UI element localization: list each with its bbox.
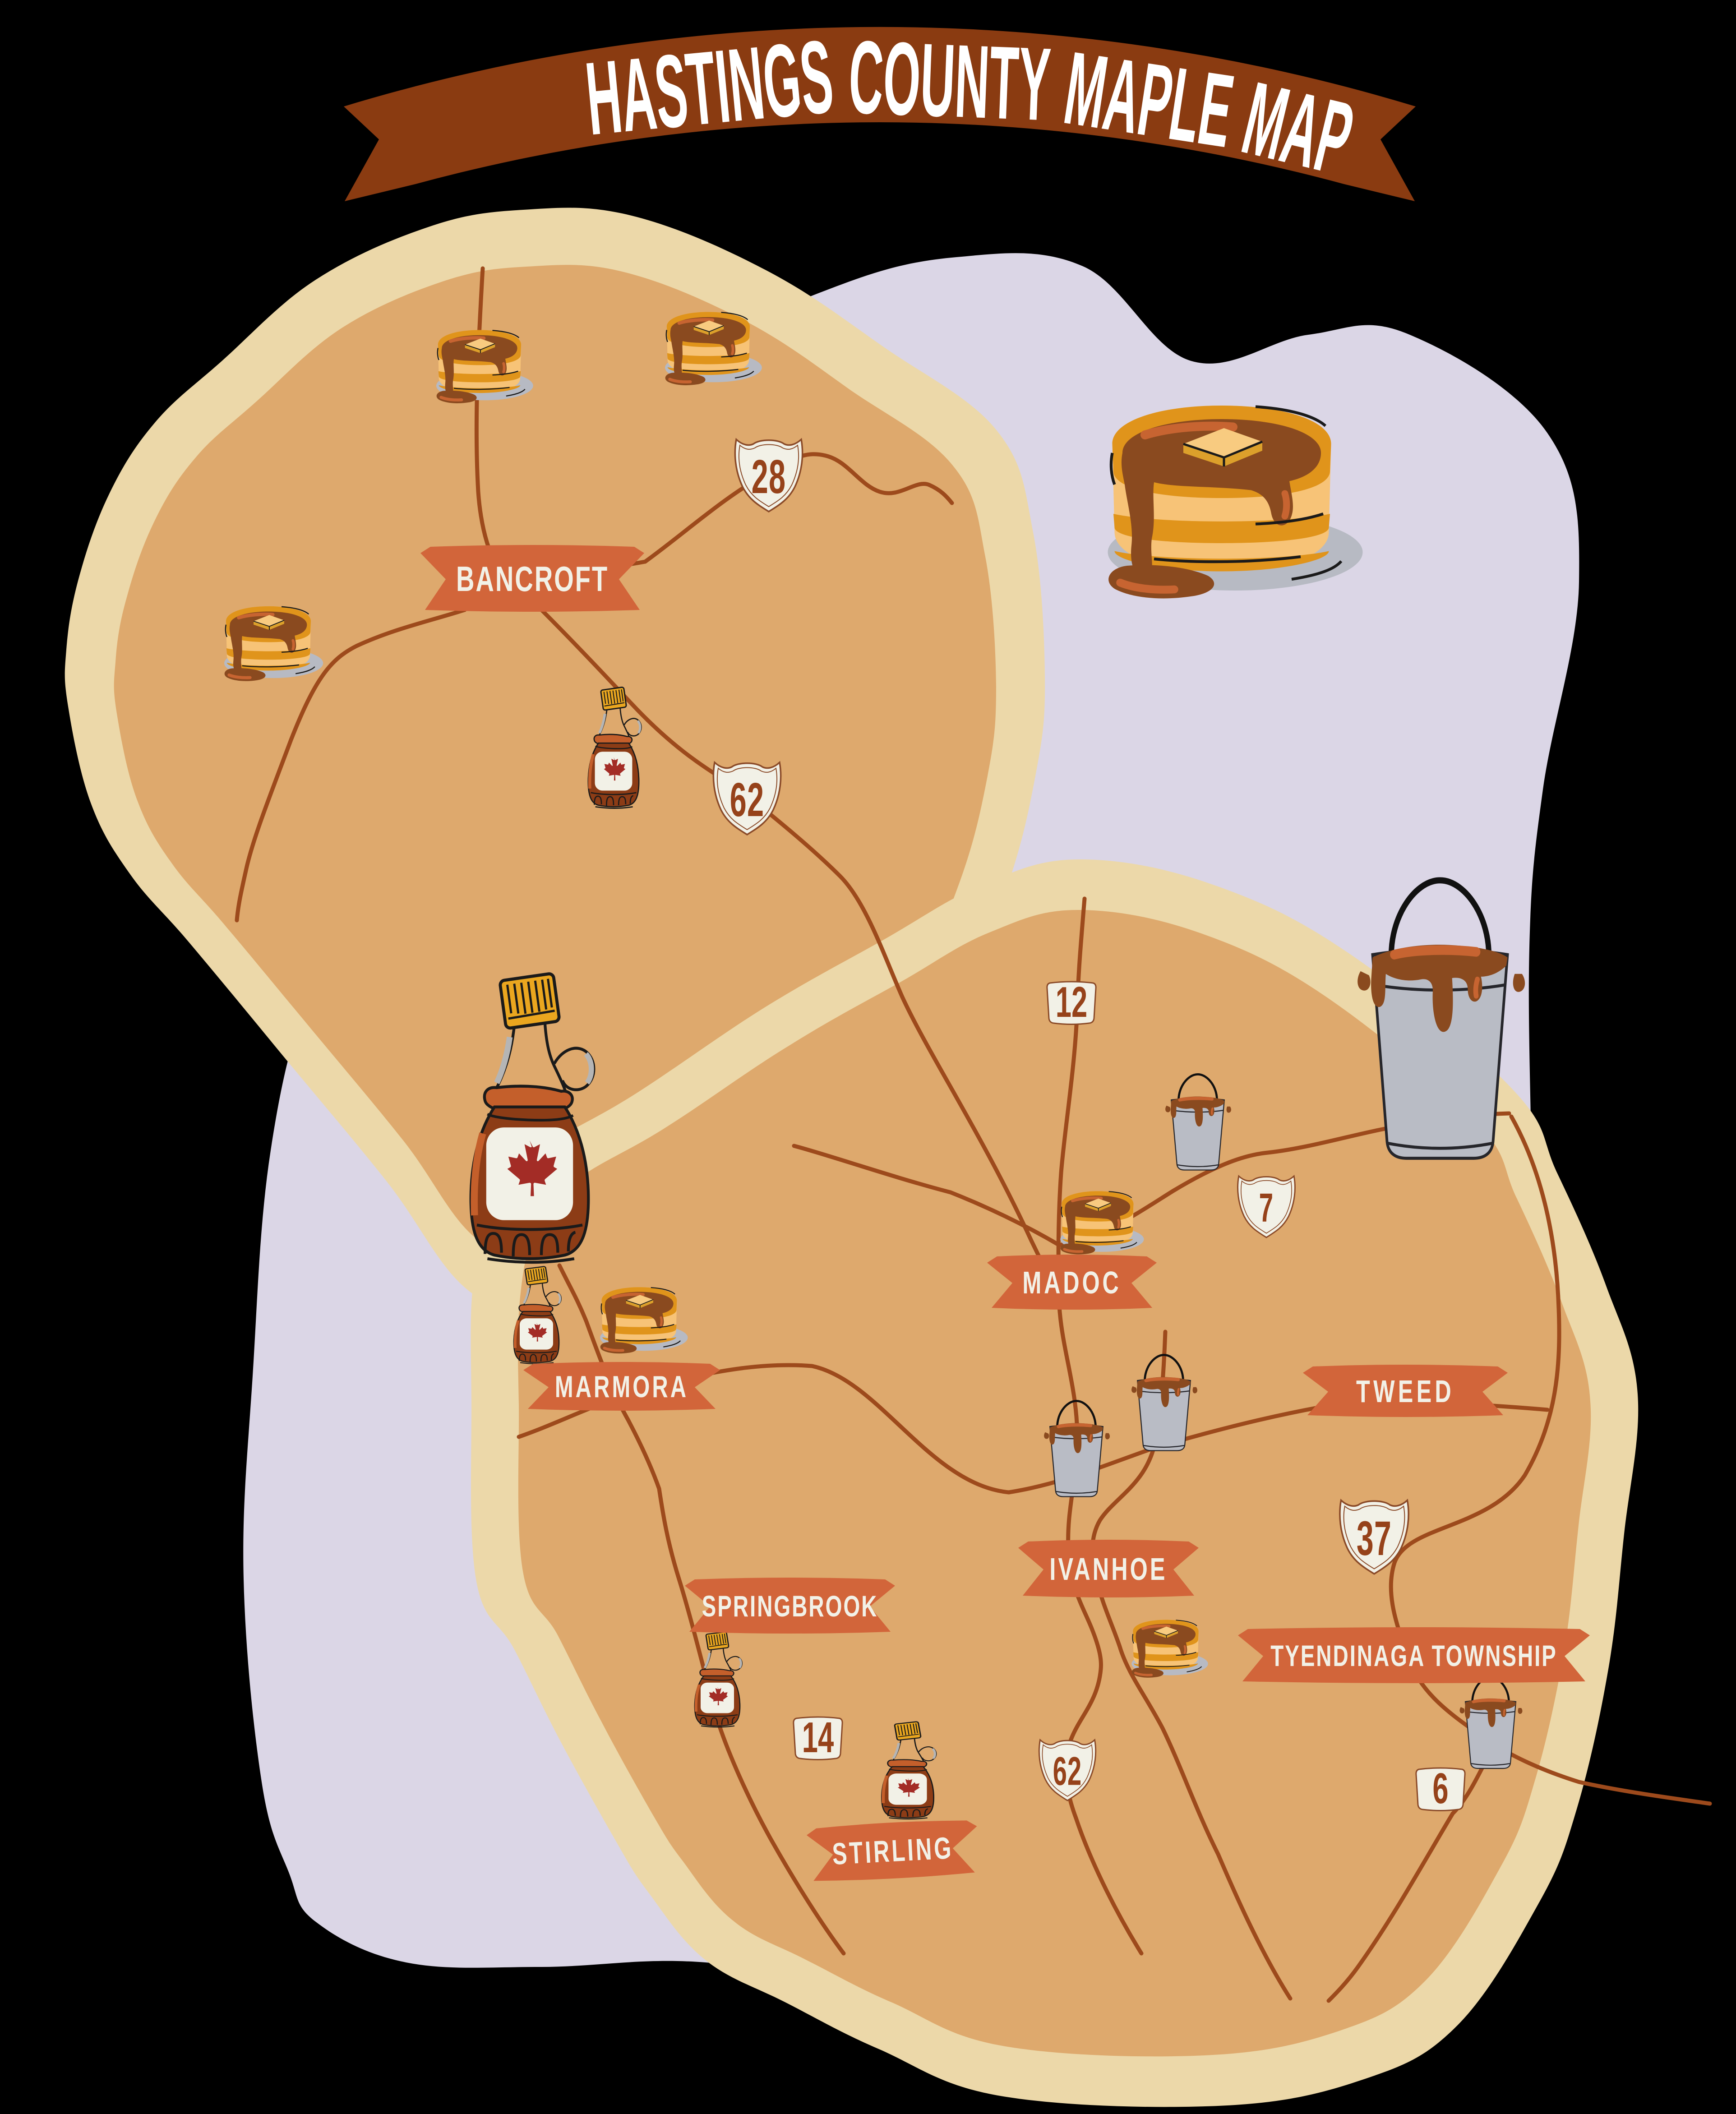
svg-text:HASTINGS: HASTINGS bbox=[581, 18, 837, 157]
svg-text:12: 12 bbox=[1056, 978, 1087, 1026]
svg-text:14: 14 bbox=[802, 1713, 834, 1762]
svg-text:62: 62 bbox=[1053, 1749, 1082, 1793]
svg-text:MAP: MAP bbox=[1233, 60, 1363, 197]
svg-text:37: 37 bbox=[1357, 1511, 1392, 1566]
svg-text:TYENDINAGA TOWNSHIP: TYENDINAGA TOWNSHIP bbox=[1270, 1639, 1557, 1672]
svg-text:COUNTY: COUNTY bbox=[847, 18, 1053, 142]
svg-text:SPRINGBROOK: SPRINGBROOK bbox=[702, 1590, 878, 1623]
svg-text:62: 62 bbox=[730, 773, 765, 826]
svg-text:28: 28 bbox=[752, 450, 786, 503]
svg-text:STIRLING: STIRLING bbox=[831, 1830, 954, 1871]
svg-text:MAPLE: MAPLE bbox=[1058, 30, 1240, 169]
svg-text:7: 7 bbox=[1259, 1185, 1274, 1231]
svg-text:6: 6 bbox=[1432, 1764, 1448, 1813]
svg-text:BANCROFT: BANCROFT bbox=[456, 559, 609, 599]
svg-text:MARMORA: MARMORA bbox=[555, 1369, 688, 1404]
svg-text:MADOC: MADOC bbox=[1022, 1265, 1121, 1300]
svg-text:TWEED: TWEED bbox=[1356, 1374, 1454, 1409]
svg-text:IVANHOE: IVANHOE bbox=[1049, 1551, 1167, 1587]
